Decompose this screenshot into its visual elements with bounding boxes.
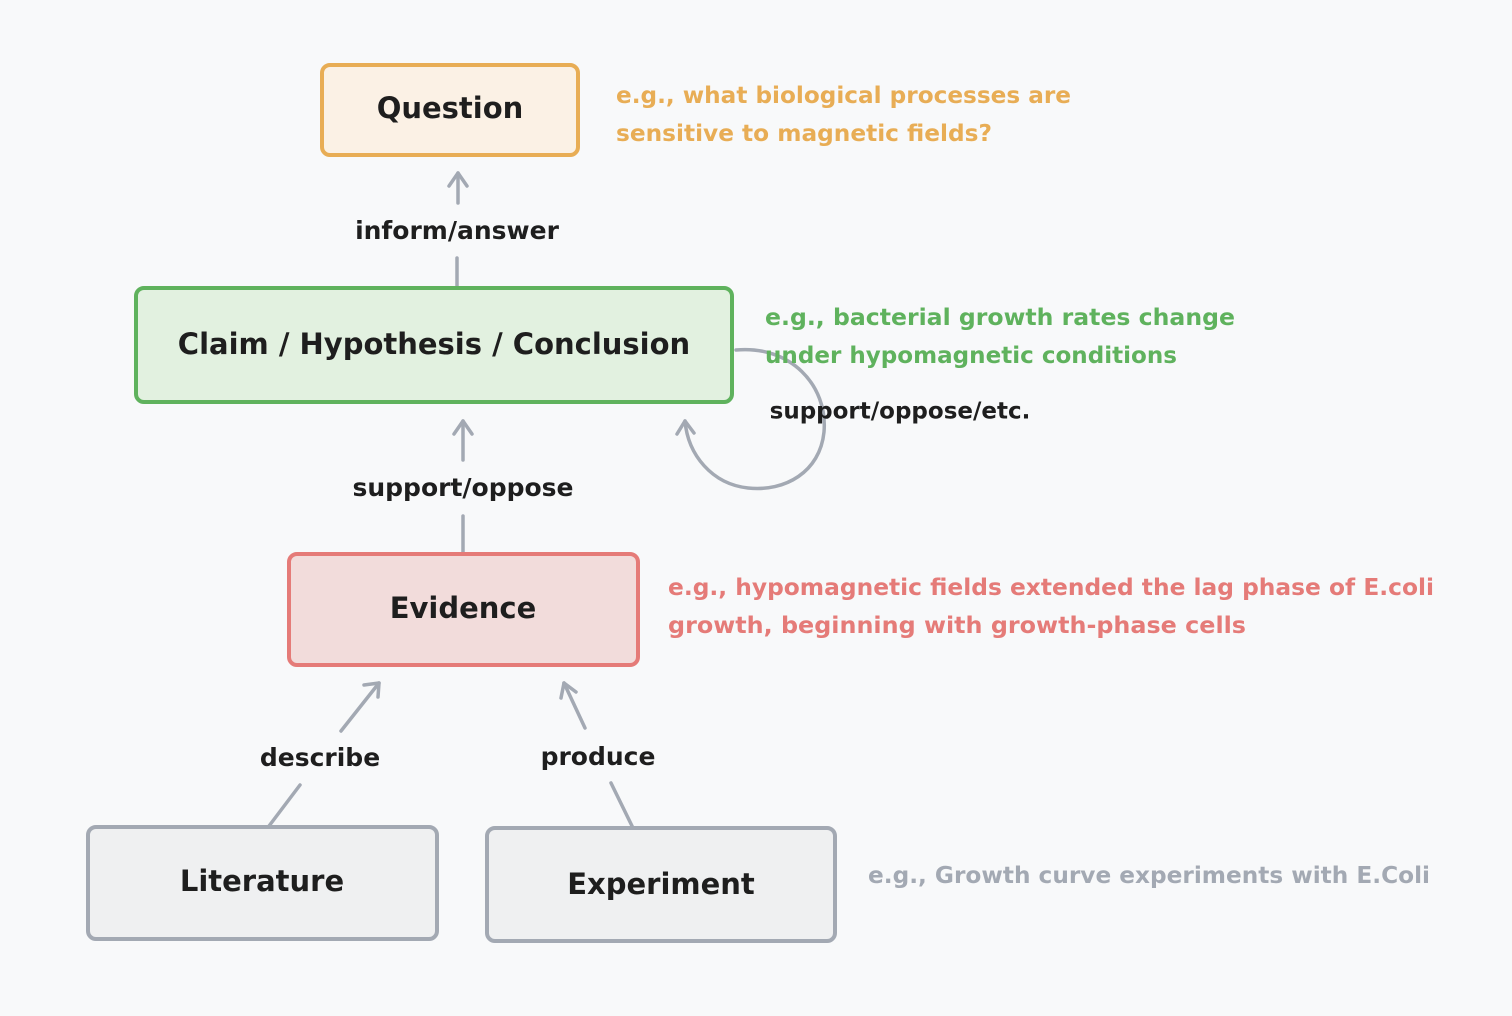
node-literature: Literature xyxy=(86,825,439,941)
edge-label-produce: produce xyxy=(541,742,656,771)
note-experiment: e.g., Growth curve experiments with E.Co… xyxy=(868,863,1430,889)
note-claim: e.g., bacterial growth rates change unde… xyxy=(765,305,1235,369)
note-claim-line-1: e.g., bacterial growth rates change xyxy=(765,305,1235,331)
node-question: Question xyxy=(320,63,580,157)
arrow-produce xyxy=(559,681,635,830)
note-question-line-2: sensitive to magnetic fields? xyxy=(616,121,992,147)
note-evidence: e.g., hypomagnetic fields extended the l… xyxy=(668,575,1434,639)
note-question-line-1: e.g., what biological processes are xyxy=(616,83,1071,109)
node-literature-label: Literature xyxy=(180,864,344,898)
arrow-self-loop-support-oppose-etc xyxy=(675,347,826,491)
edge-label-support-oppose-etc: support/oppose/etc. xyxy=(770,399,1031,425)
note-evidence-line-1: e.g., hypomagnetic fields extended the l… xyxy=(668,575,1434,601)
arrow-support-oppose xyxy=(452,419,474,554)
node-claim: Claim / Hypothesis / Conclusion xyxy=(134,286,734,404)
note-evidence-line-2: growth, beginning with growth-phase cell… xyxy=(668,613,1246,639)
arrow-describe xyxy=(267,681,381,828)
node-evidence-label: Evidence xyxy=(390,591,537,625)
edge-label-support-oppose: support/oppose xyxy=(352,473,573,502)
note-claim-line-2: under hypomagnetic conditions xyxy=(765,343,1177,369)
edge-label-inform-answer: inform/answer xyxy=(355,216,560,245)
note-question: e.g., what biological processes are sens… xyxy=(616,83,1071,147)
note-experiment-line-1: e.g., Growth curve experiments with E.Co… xyxy=(868,863,1430,889)
node-question-label: Question xyxy=(377,91,524,125)
edge-label-describe: describe xyxy=(260,743,380,772)
node-claim-label: Claim / Hypothesis / Conclusion xyxy=(178,327,690,361)
node-evidence: Evidence xyxy=(287,552,640,667)
node-experiment-label: Experiment xyxy=(567,867,755,901)
arrow-inform-answer xyxy=(447,171,469,290)
node-experiment: Experiment xyxy=(485,826,837,943)
